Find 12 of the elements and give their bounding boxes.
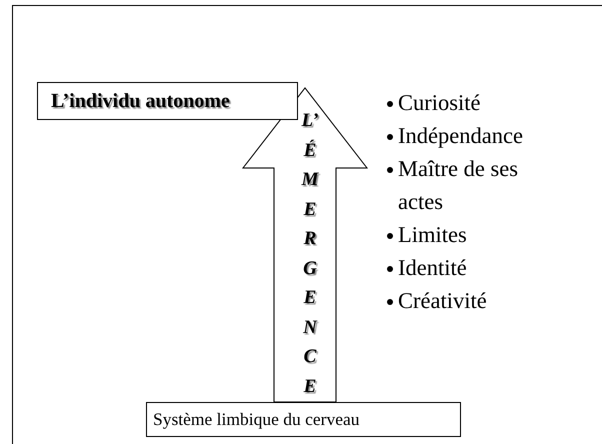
list-item: Indépendance <box>398 123 523 148</box>
box-text: L’individu autonome <box>50 90 230 112</box>
list-item: Créativité <box>398 288 487 313</box>
list-item: Limites <box>398 222 467 247</box>
list-item: Maître de ses actes <box>398 156 518 214</box>
title-box <box>37 82 298 120</box>
label-box <box>146 402 461 437</box>
list-item: Identité <box>398 255 467 280</box>
box-text: Système limbique du cerveau <box>152 409 360 430</box>
edge-label: L’ÉMERGENCE <box>300 109 320 398</box>
block-arrow <box>242 87 368 402</box>
list-item: Curiosité <box>398 90 480 115</box>
